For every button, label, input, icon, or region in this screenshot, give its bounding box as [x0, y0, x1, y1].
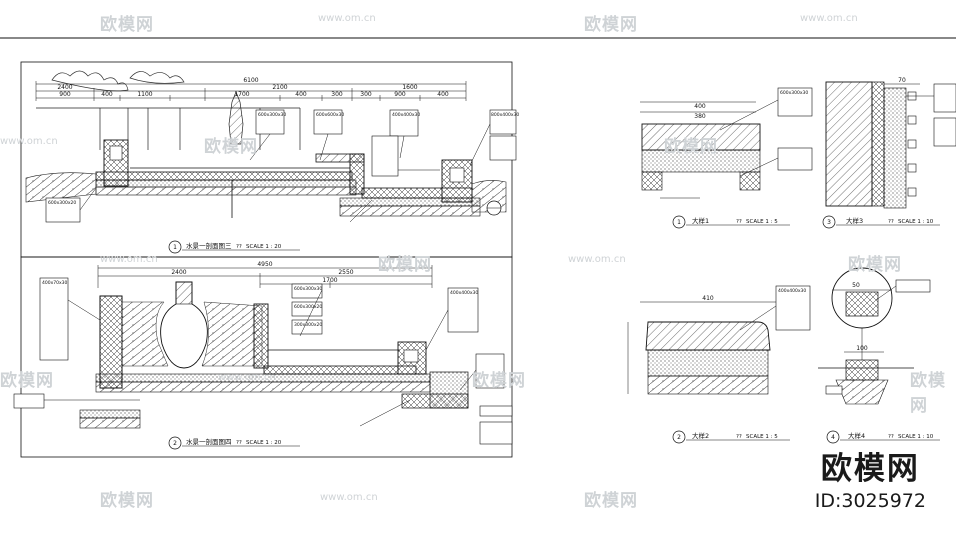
- detail-4-drawing: [818, 267, 914, 405]
- callout-11: 600x300x30: [780, 90, 808, 96]
- detail-3-drawing: [825, 81, 920, 209]
- title-marker-d2: [168, 436, 182, 450]
- title-marker-t1: [672, 215, 686, 229]
- d1-dim-2-a: 2400: [57, 84, 72, 91]
- d2-scale-prefix: ??: [236, 440, 242, 446]
- detail-2-drawing: [627, 301, 776, 395]
- t1-num: 1: [677, 219, 681, 226]
- title-marker-t2: [672, 430, 686, 444]
- d1-title: 水景一剖面图三: [186, 241, 232, 250]
- d1-dim-3-g: 300: [360, 91, 372, 98]
- title-marker-t4: [826, 430, 840, 444]
- d2-dim-2-a: 2400: [171, 269, 186, 276]
- callout-8: 600x300x20: [294, 304, 322, 310]
- t1-title: 大样1: [692, 216, 709, 225]
- d1-dim-3-c: 1100: [137, 91, 152, 98]
- section-1-drawing: [25, 70, 507, 218]
- d1-scale: SCALE 1 : 20: [246, 244, 282, 250]
- t4-scale-prefix: ??: [888, 434, 894, 440]
- t1-dim-a: 400: [694, 103, 706, 110]
- d2-dim-total: 4950: [257, 261, 272, 268]
- t3-scale: SCALE 1 : 10: [898, 219, 934, 225]
- t2-scale: SCALE 1 : 5: [746, 434, 778, 440]
- t2-scale-prefix: ??: [736, 434, 742, 440]
- brand-logo: 欧模网: [820, 451, 920, 487]
- t1-scale: SCALE 1 : 5: [746, 219, 778, 225]
- t2-num: 2: [677, 434, 681, 441]
- callout-4: 800x400x30: [491, 112, 519, 118]
- d1-num: 1: [173, 244, 177, 251]
- callout-7: 600x300x30: [294, 286, 322, 292]
- d1-scale-prefix: ??: [236, 244, 242, 250]
- callout-3: 400x400x30: [392, 112, 420, 118]
- leader-lines-right: [719, 95, 934, 331]
- d2-scale: SCALE 1 : 20: [246, 440, 282, 446]
- d1-dim-3-i: 400: [437, 91, 449, 98]
- title-marker-d1: [168, 240, 182, 254]
- d1-dim-3-d: 1700: [234, 91, 249, 98]
- d2-num: 2: [173, 440, 177, 447]
- t4-dim-b: 50: [852, 282, 860, 289]
- leader-lines-left: [67, 123, 491, 427]
- callout-tables-right: [775, 83, 956, 395]
- d1-dim-2-b: 2100: [272, 84, 287, 91]
- t3-num: 3: [827, 219, 831, 226]
- callout-tables-left: [13, 109, 517, 445]
- t4-dim-a: 100: [856, 345, 868, 352]
- d1-dim-3-h: 900: [394, 91, 406, 98]
- callout-12: 400x400x30: [778, 288, 806, 294]
- d2-dim-2-b: 2550: [338, 269, 353, 276]
- d1-dim-total: 6100: [243, 77, 258, 84]
- d1-dim-3-b: 400: [101, 91, 113, 98]
- title-marker-t3: [822, 215, 836, 229]
- t3-scale-prefix: ??: [888, 219, 894, 225]
- section-2-drawing: [40, 265, 469, 429]
- detail-1-drawing: [640, 101, 761, 199]
- d2-title: 水景一剖面图四: [186, 437, 232, 446]
- t3-title: 大样3: [846, 216, 863, 225]
- brand-block: 欧模网 ID:3025972: [815, 443, 926, 512]
- d1-dim-3-e: 400: [295, 91, 307, 98]
- callout-9: 300x300x20: [294, 322, 322, 328]
- callout-2: 600x600x30: [316, 112, 344, 118]
- callout-6: 400x70x30: [42, 280, 68, 286]
- callout-5: 600x300x20: [48, 200, 76, 206]
- t4-scale: SCALE 1 : 10: [898, 434, 934, 440]
- t1-dim-b: 380: [694, 113, 706, 120]
- t1-scale-prefix: ??: [736, 219, 742, 225]
- t3-dim-a: 70: [898, 77, 906, 84]
- d1-dim-3-a: 900: [59, 91, 71, 98]
- t4-num: 4: [831, 434, 835, 441]
- t2-dim-a: 410: [702, 295, 714, 302]
- t2-title: 大样2: [692, 431, 709, 440]
- frame-section-4: [20, 256, 513, 458]
- d2-dim-3-a: 1700: [322, 277, 337, 284]
- model-id: ID:3025972: [814, 490, 926, 512]
- d1-dim-2-c: 1600: [402, 84, 417, 91]
- callout-10: 400x400x30: [450, 290, 478, 296]
- t4-title: 大样4: [848, 431, 865, 440]
- d1-dim-3-f: 300: [331, 91, 343, 98]
- callout-1: 600x300x30: [258, 112, 286, 118]
